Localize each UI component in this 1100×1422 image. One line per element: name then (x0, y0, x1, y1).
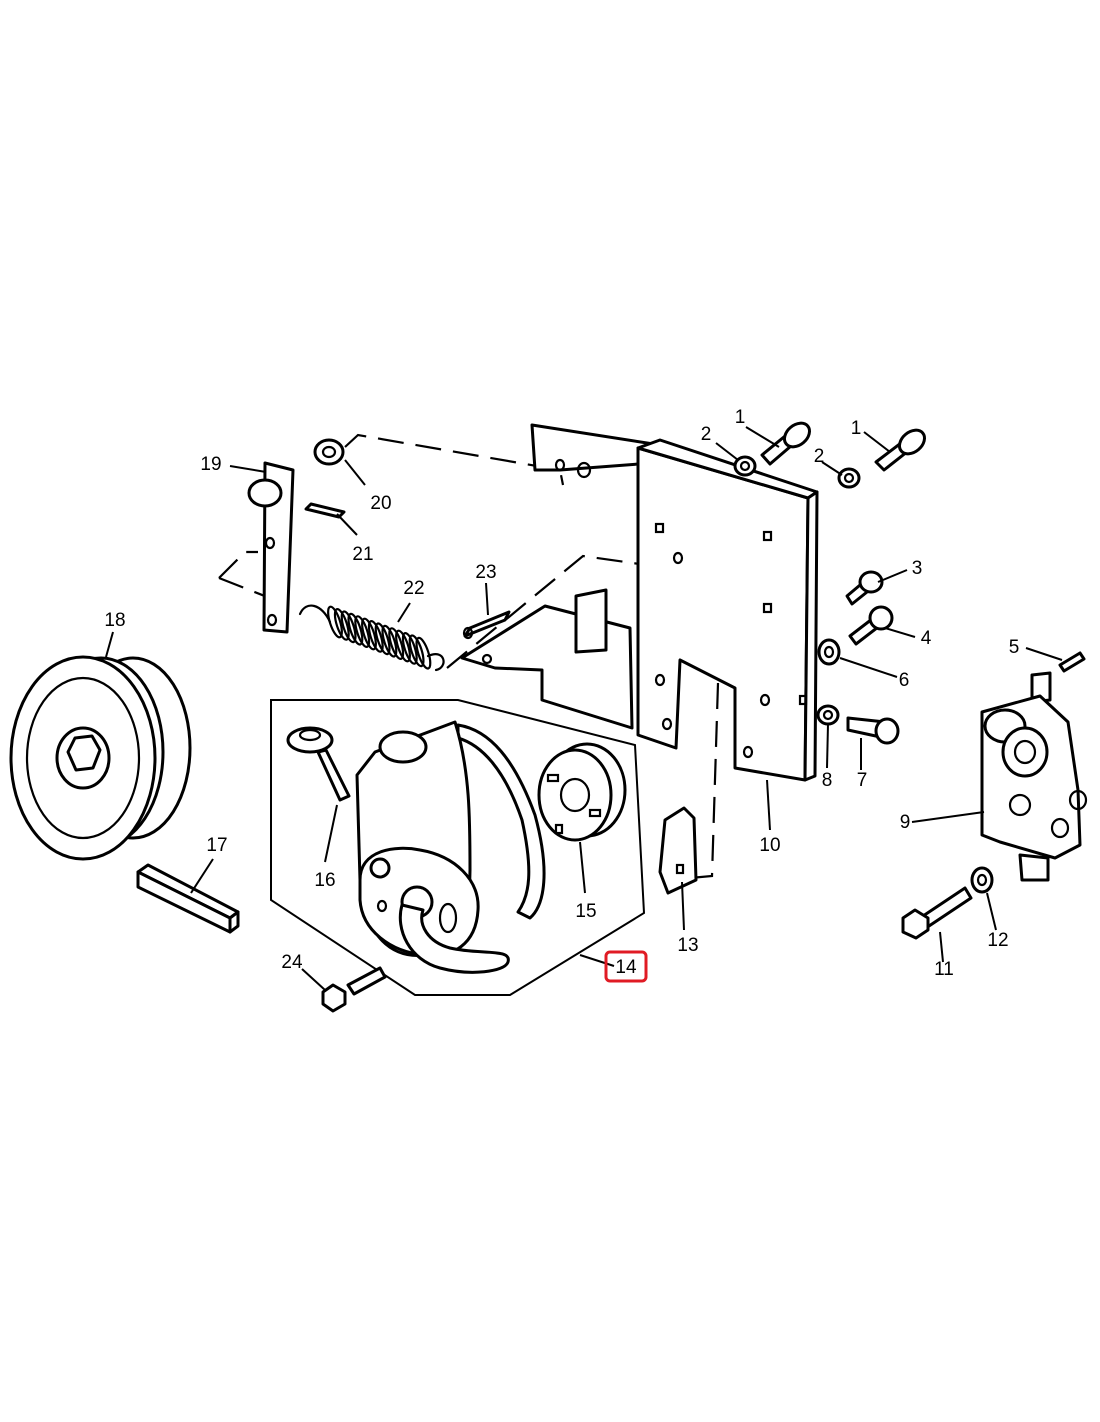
callout-7: 7 (857, 770, 868, 791)
spring-coil (347, 612, 364, 646)
idler-bracket (460, 588, 634, 730)
callout-4: 4 (921, 628, 932, 649)
nut-12 (970, 866, 994, 894)
spring-coil (374, 622, 391, 656)
callout-10: 10 (759, 835, 780, 856)
bolt-1b (874, 428, 927, 472)
spring-coil (354, 615, 371, 648)
callout-15: 15 (575, 901, 596, 922)
callout-17: 17 (206, 835, 227, 856)
callout-1b: 1 (851, 418, 862, 439)
spring-coil (340, 610, 357, 644)
pump-pulley-15 (537, 742, 627, 842)
highlight-box (604, 950, 648, 983)
clip-13 (658, 806, 698, 895)
callout-2b: 2 (814, 446, 825, 467)
bolt-1a (760, 421, 812, 466)
screw-3 (845, 570, 884, 606)
key-17 (136, 863, 240, 934)
pin-21 (304, 502, 346, 519)
washer-20 (313, 438, 345, 466)
screw-4 (848, 605, 894, 646)
callout-9: 9 (900, 812, 911, 833)
callout-23: 23 (475, 562, 496, 583)
callout-19: 19 (200, 454, 221, 475)
spring-coil (381, 624, 398, 658)
callout-16: 16 (314, 870, 335, 891)
spring-coil (327, 605, 343, 639)
bolt-11 (901, 886, 973, 940)
spring-coil (361, 617, 377, 651)
callout-20: 20 (370, 493, 391, 514)
link-arm-19 (247, 461, 295, 634)
callout-8: 8 (822, 770, 833, 791)
spring-coil (408, 634, 425, 668)
callout-3: 3 (912, 558, 923, 579)
callout-2a: 2 (701, 424, 712, 445)
spring-coil (367, 620, 384, 653)
spring-22 (298, 604, 445, 672)
leader-lines (105, 426, 1063, 991)
pin-23 (462, 610, 511, 640)
callout-1a: 1 (735, 407, 746, 428)
bolt-24 (321, 966, 387, 1013)
pump-body (355, 720, 546, 974)
nut-8 (816, 704, 840, 726)
nut-2b (837, 467, 861, 489)
callout-labels: 1 1 2 2 3 4 5 6 7 8 9 10 11 12 13 14 15 … (104, 407, 1019, 980)
callout-24: 24 (281, 952, 303, 973)
spring-coil (395, 629, 411, 663)
callout-12: 12 (987, 930, 1008, 951)
callout-14: 14 (615, 957, 637, 978)
callout-22: 22 (403, 578, 424, 599)
drive-pulley-18 (9, 655, 192, 861)
callout-11: 11 (934, 959, 954, 980)
mounting-plate-10 (530, 423, 819, 782)
pin-5 (1058, 651, 1086, 673)
spring-coil (415, 636, 432, 670)
spring-coil (333, 608, 350, 641)
bolt-7 (846, 716, 900, 745)
spring-coil (388, 627, 405, 660)
callout-21: 21 (352, 544, 373, 565)
washer-6 (817, 638, 841, 666)
callout-18: 18 (104, 610, 125, 631)
pump-assembly-outline-14 (270, 699, 646, 996)
spring-coil (401, 632, 418, 665)
control-valve-9 (980, 671, 1088, 882)
callout-5: 5 (1009, 637, 1020, 658)
nut-2a (733, 455, 757, 477)
callout-13: 13 (677, 935, 698, 956)
callout-6: 6 (899, 670, 910, 691)
dipstick-cap-16 (286, 726, 351, 802)
